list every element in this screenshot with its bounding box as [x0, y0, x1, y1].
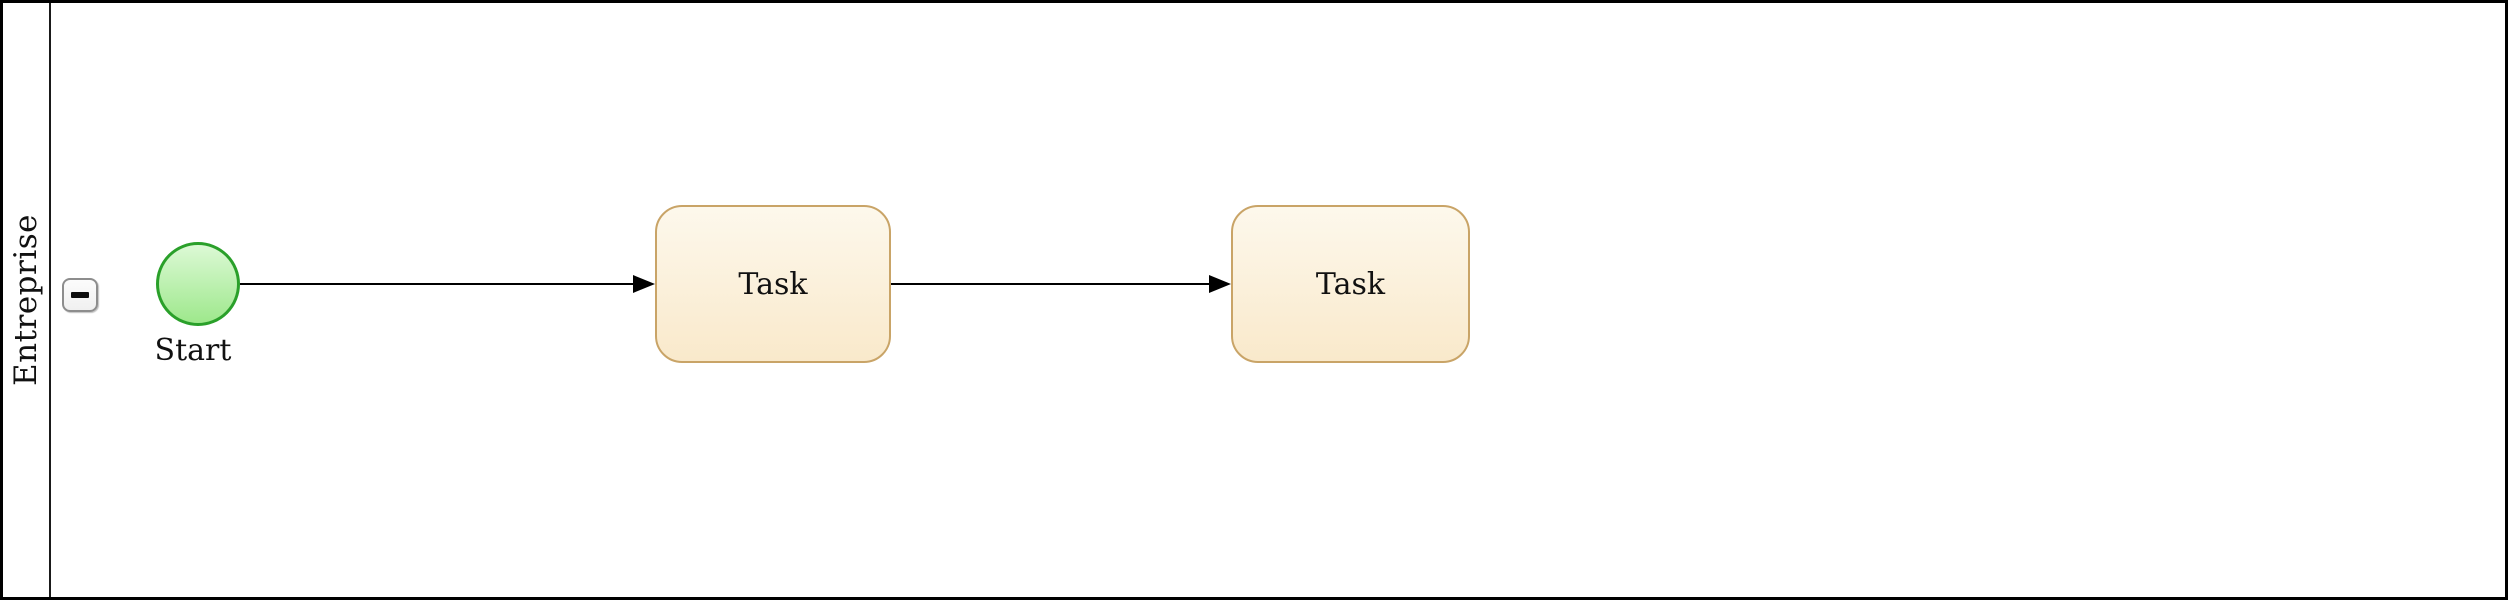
sequence-flow-task1-to-task2[interactable]: [891, 275, 1231, 293]
task-2-label: Task: [1315, 266, 1386, 302]
edge-line: [891, 283, 1209, 285]
arrowhead-icon: [1209, 275, 1231, 293]
edge-line: [240, 283, 633, 285]
pool-label: Entreprise: [8, 213, 44, 387]
minus-icon: [71, 292, 89, 298]
start-event-label: Start: [154, 333, 232, 368]
sequence-flow-start-to-task1[interactable]: [240, 275, 655, 293]
task-node-2[interactable]: Task: [1231, 205, 1470, 363]
start-event-node[interactable]: [156, 242, 240, 326]
arrowhead-icon: [633, 275, 655, 293]
task-node-1[interactable]: Task: [655, 205, 891, 363]
pool-collapse-button[interactable]: [62, 278, 98, 312]
pool-label-strip: Entreprise: [3, 3, 51, 597]
task-1-label: Task: [738, 266, 808, 302]
